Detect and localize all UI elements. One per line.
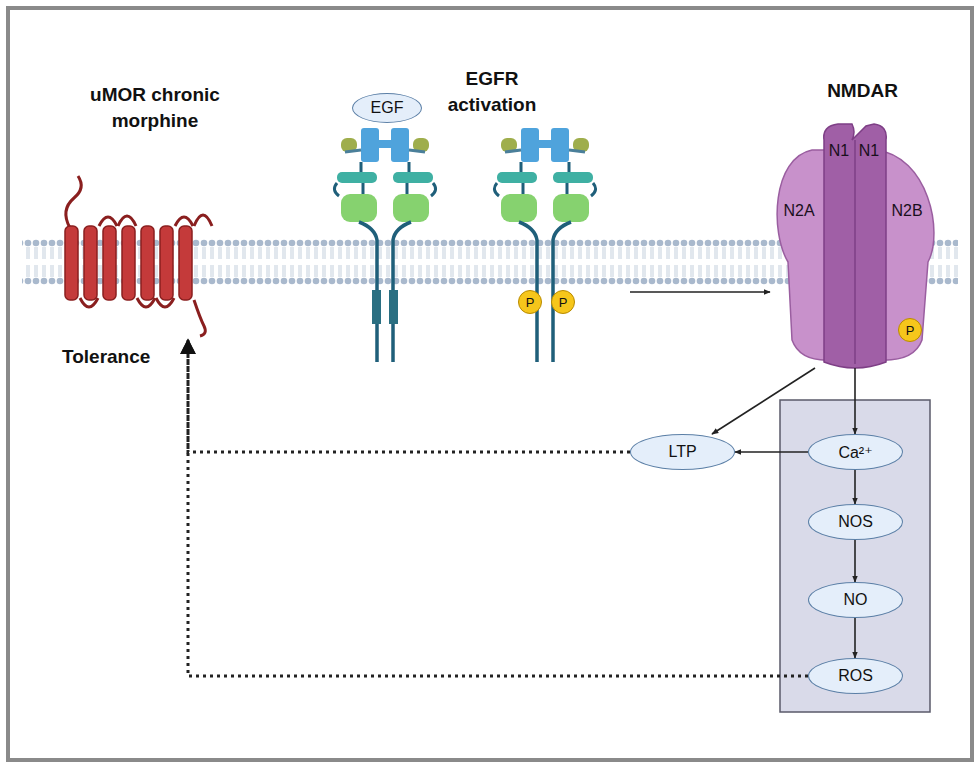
arrow-connector bbox=[854, 540, 856, 582]
process-oval: NOS bbox=[808, 504, 903, 540]
node-label: NO bbox=[844, 591, 868, 609]
nmdar-channel bbox=[777, 124, 934, 368]
arrow-connector bbox=[854, 470, 856, 504]
drawing-part bbox=[65, 226, 78, 300]
drawing-part bbox=[99, 217, 193, 307]
subunit-label: N2B bbox=[884, 202, 930, 220]
process-oval: LTP bbox=[630, 434, 735, 470]
drawing-part bbox=[66, 176, 81, 228]
outcome-label: Tolerance bbox=[62, 346, 150, 368]
drawing-part bbox=[194, 300, 205, 336]
node-label: EGFR activation bbox=[422, 66, 562, 117]
process-oval: Ca²⁺ bbox=[808, 434, 903, 470]
node-label: NOS bbox=[838, 513, 873, 531]
drawing-part bbox=[84, 226, 97, 300]
node-label: NMDAR bbox=[770, 78, 955, 104]
arrow-connector bbox=[854, 618, 856, 658]
node-label: P bbox=[906, 323, 915, 338]
phosphate-circle: P bbox=[551, 290, 575, 314]
arrow-connector bbox=[712, 368, 815, 434]
receptor-group: EGFR activationP P bbox=[330, 62, 630, 362]
node-label: P bbox=[526, 295, 535, 310]
frame bbox=[8, 8, 972, 760]
kinase-domain bbox=[389, 290, 398, 324]
drawing-part bbox=[824, 124, 886, 368]
phosphate-circle: P bbox=[518, 290, 542, 314]
drawing-part bbox=[80, 215, 232, 307]
drawing-part bbox=[103, 226, 116, 300]
drawing-part bbox=[854, 140, 856, 364]
subunit-label: N1 bbox=[826, 142, 852, 160]
drawing-part bbox=[179, 226, 192, 300]
subunit-label: N1 bbox=[856, 142, 882, 160]
subunit-label: N2A bbox=[776, 202, 822, 220]
receptor-node: uMOR chronic morphine bbox=[55, 82, 255, 340]
process-oval: ROS bbox=[808, 658, 903, 694]
drawing-part bbox=[160, 226, 173, 300]
feedback-connector bbox=[188, 340, 630, 452]
node-label: EGF bbox=[371, 99, 404, 117]
node-label: LTP bbox=[668, 443, 696, 461]
signaling-panel bbox=[780, 400, 930, 712]
drawing-part bbox=[122, 226, 135, 300]
egfr-dimer bbox=[334, 128, 435, 362]
feedback-connector bbox=[188, 340, 808, 676]
arrow-connector bbox=[854, 368, 856, 434]
mu-opioid-receptor bbox=[65, 176, 232, 336]
channel-node: NMDAR N1N1N2A N2B P bbox=[770, 78, 955, 368]
node-label: ROS bbox=[838, 667, 873, 685]
kinase-domain bbox=[372, 290, 381, 324]
process-oval: NO bbox=[808, 582, 903, 618]
arrow-connector bbox=[630, 291, 770, 293]
node-label: P bbox=[559, 295, 568, 310]
phosphate-circle: P bbox=[898, 318, 922, 342]
arrow-connector bbox=[735, 451, 808, 453]
ligand-oval: EGF bbox=[352, 93, 422, 123]
drawing-part bbox=[141, 226, 154, 300]
node-label: Ca²⁺ bbox=[838, 443, 872, 462]
egfr-dimer-active bbox=[494, 128, 595, 362]
node-label: uMOR chronic morphine bbox=[65, 82, 245, 133]
